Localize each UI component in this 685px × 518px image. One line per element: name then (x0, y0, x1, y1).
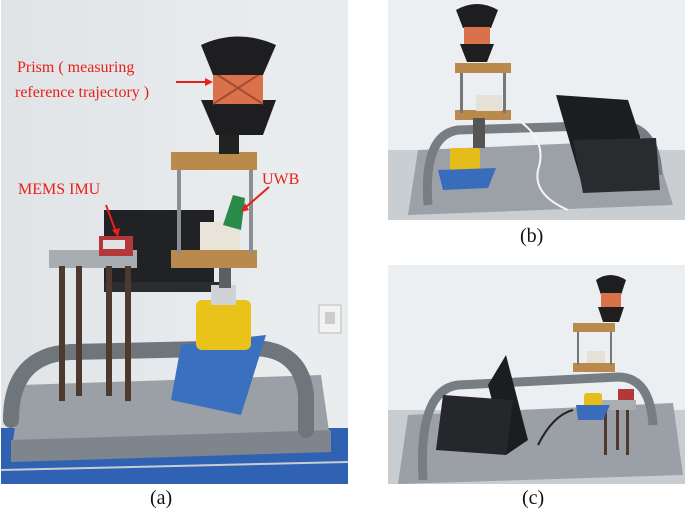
laptop-keyboard (436, 395, 513, 455)
caption-c: (c) (522, 487, 545, 509)
upper-wood-plate (455, 63, 511, 73)
side-platform (598, 400, 636, 410)
annotation-mems-imu: MEMS IMU (18, 181, 101, 198)
prism-glass (601, 293, 621, 307)
tripod-yellow (196, 300, 251, 350)
photo-c (388, 265, 685, 484)
lower-wood-plate (573, 363, 615, 372)
annotation-prism-line2: reference trajectory ) (15, 84, 150, 101)
tripod-base (171, 335, 266, 415)
laptop-keyboard (573, 138, 660, 193)
uwb-arrow (245, 186, 270, 208)
photo-b (388, 0, 685, 220)
lower-wood-plate (171, 250, 257, 268)
cart-handle (3, 339, 314, 438)
mems-arrow (105, 204, 117, 233)
prism-bottom (201, 100, 276, 135)
prism-top (456, 4, 498, 28)
prism-glass (464, 27, 490, 45)
tripod-yellow (450, 148, 480, 173)
photo-a-scene (1, 0, 348, 484)
prism-top (201, 36, 276, 75)
photo-c-scene (388, 265, 685, 484)
photo-b-scene (388, 0, 685, 220)
lower-wood-plate (455, 110, 511, 120)
caption-b: (b) (520, 225, 544, 247)
mems-imu (618, 389, 634, 400)
upper-wood-plate (573, 323, 615, 332)
upper-wood-plate (171, 152, 257, 170)
cart-handle (417, 372, 658, 481)
annotation-uwb: UWB (262, 171, 300, 188)
photo-a (1, 0, 348, 484)
caption-a: (a) (150, 487, 173, 509)
annotation-prism-line1: Prism ( measuring (17, 59, 135, 76)
uwb-antenna (223, 195, 245, 230)
prism-top (596, 275, 626, 295)
